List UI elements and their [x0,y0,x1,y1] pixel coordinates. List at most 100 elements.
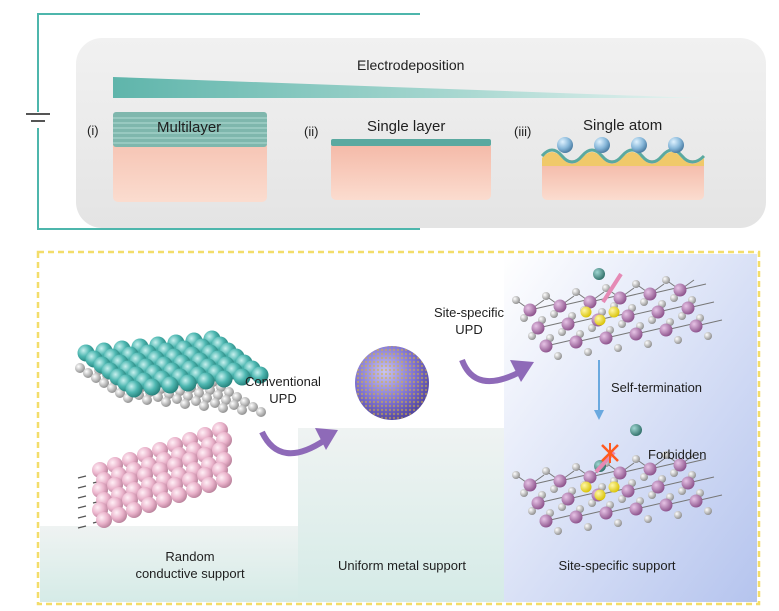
lattice-metal-atom [673,458,687,472]
lattice-grey-atom [674,511,682,519]
grey-substrate-atom [218,403,228,413]
pink-atom [111,507,127,523]
lattice-metal-atom [629,502,643,516]
battery-icon [26,113,50,122]
lattice-grey-atom [520,489,528,497]
grey-substrate-atom [229,400,239,410]
lattice-grey-atom [618,320,626,328]
lattice-grey-atom [528,507,536,515]
stage-index-iii: (iii) [514,124,532,139]
lattice-metal-atom [531,496,545,510]
electrodeposition-label: Electrodeposition [357,57,465,73]
lattice-grey-atom [542,467,550,475]
pink-atom [156,492,172,508]
grey-substrate-atom [232,392,242,402]
teal-atom [179,374,197,392]
pink-tube-stub [77,515,87,519]
grey-substrate-atom [75,363,85,373]
pink-atom [141,497,157,513]
step-random [40,526,298,602]
support-label-uniform: Uniform metal support [312,558,492,573]
teal-atom [125,380,143,398]
conventional-upd-line-1: Conventional [245,374,321,389]
pink-atom-tube-cluster [77,422,232,529]
pink-atom [126,502,142,518]
lattice-metal-atom [673,283,687,297]
lattice-grey-atom [588,499,596,507]
lattice-grey-atom [520,314,528,322]
lattice-metal-atom [689,494,703,508]
support-uniform-line-1: Uniform metal support [338,558,466,573]
adsorbing-atom-bottom [630,424,642,436]
grey-substrate-atom [180,399,190,409]
pink-tube-stub [77,525,87,529]
bottom-dashed-border [36,250,761,606]
teal-atom [197,372,215,390]
lattice-grey-atom [670,294,678,302]
lattice-grey-atom [632,280,640,288]
lattice-metal-atom [629,327,643,341]
lattice-site-atom [608,306,620,318]
lattice-grey-atom [584,348,592,356]
grey-substrate-atom [83,368,93,378]
lattice-metal-atom [523,478,537,492]
adsorption-pointer [601,272,623,304]
support-label-random: Random conductive support [120,548,260,582]
teal-atom [215,370,233,388]
pink-atom [171,487,187,503]
pink-tube-stub [77,495,87,499]
grey-substrate-atom [224,387,234,397]
lattice-grey-atom [554,527,562,535]
lattice-grey-atom [584,523,592,531]
site-specific-upd-arrow [459,358,522,384]
self-termination-arrowhead [594,410,604,420]
lattice-metal-atom [643,462,657,476]
grey-substrate-atom [221,395,231,405]
lattice-grey-atom [704,507,712,515]
grey-substrate-atom [183,391,193,401]
lattice-metal-atom [553,474,567,488]
lattice-grey-atom [648,491,656,499]
lattice-grey-atom [614,519,622,527]
grey-substrate-atom [248,402,258,412]
metal-sphere-texture [355,346,429,420]
lattice-metal-atom [681,476,695,490]
forbidden-mark-icon [601,443,619,463]
lattice-grey-atom [662,451,670,459]
lattice-grey-atom [614,344,622,352]
site-specific-lattice-top [512,276,723,360]
pink-atom [216,472,232,488]
lattice-metal-atom [681,301,695,315]
lattice-site-atom [594,489,606,501]
lattice-grey-atom [644,340,652,348]
lattice-grey-atom [554,352,562,360]
step-uniform [298,428,504,602]
lattice-metal-atom [539,514,553,528]
lattice-grey-atom [542,292,550,300]
grey-substrate-atom [213,390,223,400]
site-specific-upd-arrowhead [510,360,534,382]
teal-atom [143,378,161,396]
lattice-grey-atom [550,485,558,493]
grey-substrate-atom [256,407,266,417]
grey-substrate-atom [142,395,152,405]
lattice-metal-atom [659,498,673,512]
lattice-metal-atom [651,480,665,494]
lattice-metal-atom [643,287,657,301]
lattice-site-atom [580,481,592,493]
lattice-metal-atom [621,309,635,323]
support-random-line-1: Random [165,549,215,564]
lattice-grey-atom [678,312,686,320]
teal-atom [251,366,269,384]
site-specific-upd-line-2: UPD [455,322,483,337]
lattice-metal-atom [569,510,583,524]
deposition-wedge [113,77,700,98]
adsorbing-atom-top [593,268,605,280]
lattice-metal-atom [651,305,665,319]
lattice-grey-atom [648,316,656,324]
lattice-metal-atom [621,484,635,498]
grey-substrate-atom [240,397,250,407]
lattice-grey-atom [618,495,626,503]
stage-label-multilayer: Multilayer [157,119,222,136]
